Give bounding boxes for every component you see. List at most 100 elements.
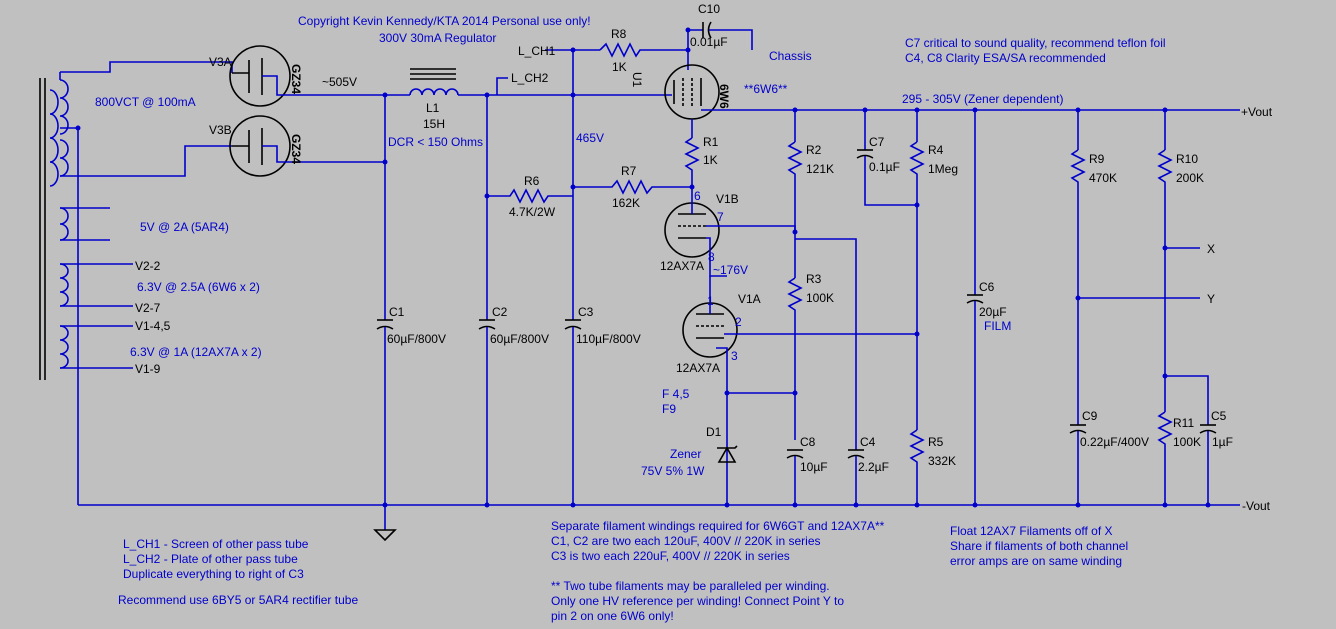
float-note-3: error amps are on same winding [950, 554, 1122, 568]
c8-value: 10µF [800, 460, 828, 474]
r5-value: 332K [928, 454, 956, 468]
c1-label: C1 [389, 305, 405, 319]
c5-value: 1µF [1212, 435, 1233, 449]
c4-label: C4 [860, 435, 876, 449]
r10-label: R10 [1176, 152, 1198, 166]
duplicate-note: Duplicate everything to right of C3 [123, 567, 304, 581]
c4c8-note: C4, C8 Clarity ESA/SA recommended [905, 51, 1106, 65]
r2-value: 121K [806, 162, 834, 176]
y-label: Y [1207, 292, 1215, 306]
pass-tube-u1 [664, 64, 720, 120]
r9-value: 470K [1089, 171, 1117, 185]
r8-label: R8 [611, 27, 627, 41]
float-note-2: Share if filaments of both channel [950, 539, 1128, 553]
filament-f9-label: F9 [662, 402, 676, 416]
l1-label: L1 [426, 101, 440, 115]
l1-value: 15H [423, 117, 445, 131]
176v-label: ~176V [713, 263, 748, 277]
parallel-note-3: pin 2 on one 6W6 only! [551, 609, 674, 623]
c7-value: 0.1µF [869, 160, 900, 174]
c10-value: 0.01µF [690, 35, 728, 49]
zener-value: 75V 5% 1W [641, 464, 705, 478]
u1-type: 6W6 [717, 84, 731, 109]
dcr-note: DCR < 150 Ohms [388, 135, 483, 149]
r6-value: 4.7K/2W [509, 205, 556, 219]
v1a-pin3: 3 [731, 349, 738, 363]
r2-label: R2 [806, 143, 822, 157]
c7-label: C7 [869, 135, 885, 149]
parallel-note-2: Only one HV reference per winding! Conne… [551, 594, 844, 608]
power-transformer [39, 61, 233, 505]
v1b-pin7: 7 [717, 210, 724, 224]
lch1-note: L_CH1 - Screen of other pass tube [123, 537, 309, 551]
v3a-label: V3A [209, 55, 232, 69]
v3b-label: V3B [209, 123, 232, 137]
parallel-note-1: ** Two tube filaments may be paralleled … [551, 579, 830, 593]
r11-value: 100K [1173, 435, 1201, 449]
c2-value: 60µF/800V [490, 332, 549, 346]
r4-label: R4 [928, 143, 944, 157]
c6-label: C6 [979, 280, 995, 294]
float-note-1: Float 12AX7 Filaments off of X [950, 524, 1113, 538]
c6-value: 20µF [979, 305, 1007, 319]
gz34b-label: GZ34 [289, 134, 303, 164]
v1b-label: V1B [716, 192, 739, 206]
505v-label: ~505V [322, 75, 357, 89]
c4-value: 2.2µF [858, 460, 889, 474]
r1-label: R1 [703, 135, 719, 149]
zener-d1 [717, 445, 738, 463]
c9-value: 0.22µF/400V [1080, 435, 1149, 449]
v1a-pin1: 1 [707, 294, 714, 308]
choke-l1 [409, 68, 459, 96]
v2-2-label: V2-2 [135, 259, 161, 273]
c6-film: FILM [984, 319, 1011, 333]
gz34a-label: GZ34 [289, 64, 303, 94]
r4-value: 1Meg [928, 162, 958, 176]
63v-a-winding-label: 6.3V @ 2.5A (6W6 x 2) [137, 280, 260, 294]
v1-9-label: V1-9 [135, 362, 161, 376]
v1b-pin8: 8 [708, 250, 715, 264]
c5-label: C5 [1211, 409, 1227, 423]
5v-winding-label: 5V @ 2A (5AR4) [140, 220, 229, 234]
r10-value: 200K [1176, 171, 1204, 185]
x-label: X [1207, 242, 1215, 256]
63v-b-winding-label: 6.3V @ 1A (12AX7A x 2) [130, 345, 262, 359]
c1-value: 60µF/800V [387, 332, 446, 346]
r3-value: 100K [806, 291, 834, 305]
r6-label: R6 [524, 174, 540, 188]
filament-note-1: Separate filament windings required for … [551, 519, 885, 533]
ground-symbol [373, 529, 397, 542]
rectifier-note: Recommend use 6BY5 or 5AR4 rectifier tub… [118, 593, 358, 607]
c9-label: C9 [1082, 409, 1098, 423]
r3-label: R3 [806, 272, 822, 286]
v1a-label: V1A [738, 292, 761, 306]
r9-label: R9 [1089, 152, 1105, 166]
d1-label: D1 [706, 425, 722, 439]
vout-label: +Vout [1241, 105, 1273, 119]
filament-note-2: C1, C2 are two each 120uF, 400V // 220K … [551, 534, 821, 548]
v1-45-label: V1-4,5 [135, 319, 171, 333]
lch2-note: L_CH2 - Plate of other pass tube [123, 552, 298, 566]
r1-value: 1K [703, 153, 718, 167]
v1b-pin6: 6 [694, 189, 701, 203]
v1a-type: 12AX7A [676, 361, 720, 375]
r8-value: 1K [612, 60, 627, 74]
v1a-pin2: 2 [735, 315, 742, 329]
hv-winding-label: 800VCT @ 100mA [95, 95, 196, 109]
r5-label: R5 [928, 435, 944, 449]
copyright-note: Copyright Kevin Kennedy/KTA 2014 Persona… [298, 14, 591, 28]
regulator-title: 300V 30mA Regulator [379, 31, 496, 45]
r7-value: 162K [612, 196, 640, 210]
c3-label: C3 [578, 305, 594, 319]
vout-range-label: 295 - 305V (Zener dependent) [902, 92, 1063, 106]
c2-label: C2 [492, 305, 508, 319]
c7-note: C7 critical to sound quality, recommend … [905, 36, 1166, 50]
c10-label: C10 [698, 2, 720, 16]
rectifier-v3b [229, 115, 385, 177]
vneg-label: -Vout [1242, 499, 1271, 513]
465v-label: 465V [576, 131, 604, 145]
filament-f45-label: F 4,5 [662, 387, 690, 401]
v2-7-label: V2-7 [135, 301, 161, 315]
lch1-label: L_CH1 [518, 44, 556, 58]
zener-label: Zener [670, 447, 701, 461]
